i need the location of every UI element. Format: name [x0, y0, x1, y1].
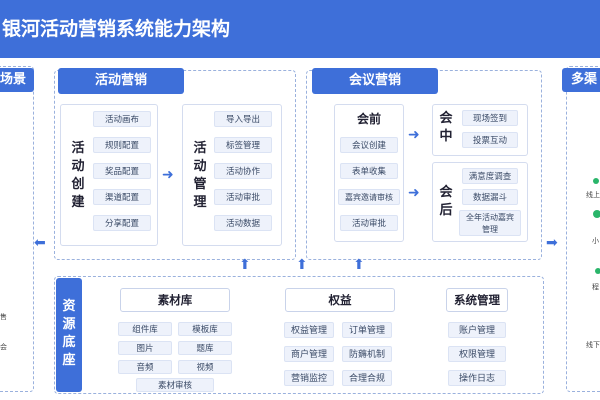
page-title: 银河活动营销系统能力架构: [2, 18, 231, 40]
resource-title-char: 源: [62, 317, 76, 332]
activity-manage-title-char: 活: [193, 141, 207, 156]
material-item: 图片: [118, 341, 172, 355]
system-item: 权限管理: [448, 346, 506, 362]
rights-item: 营销监控: [284, 370, 334, 386]
activity-create-title-char: 动: [71, 159, 85, 174]
activity-manage-title-char: 动: [193, 159, 207, 174]
activity-manage-item: 导入导出: [214, 111, 272, 127]
right-channel-dot-icon: [593, 210, 600, 218]
rights-item: 订单管理: [342, 322, 392, 338]
material-item: 素材审核: [136, 378, 214, 392]
meeting-during-title-char: 中: [439, 129, 453, 144]
activity-manage-item: 活动审批: [214, 189, 272, 205]
meeting-title: 会议营销: [312, 68, 438, 94]
activity-manage-title-char: 理: [193, 195, 207, 210]
right-channel-label-1: 线上: [586, 191, 600, 199]
resource-title-char: 底: [62, 335, 76, 350]
activity-create-title-char: 建: [71, 195, 85, 210]
left-scene-label-1: 售: [0, 313, 7, 321]
activity-create-item: 规则配置: [93, 137, 151, 153]
rights-title: 权益: [285, 288, 395, 312]
material-item: 组件库: [118, 322, 172, 336]
left-scene-tag: 场景: [0, 68, 34, 92]
arrow-right-icon: ➜: [408, 127, 420, 143]
meeting-after-item: 全年活动嘉宾管理: [459, 210, 521, 236]
meeting-after-item: 数据漏斗: [462, 189, 518, 205]
right-channel-dot-icon: [593, 178, 599, 184]
left-scene-panel: [0, 66, 34, 392]
arrow-right-icon: ➜: [162, 167, 174, 183]
meeting-before-title: 会前: [356, 112, 381, 126]
arrow-up-icon: ⬆: [239, 257, 251, 273]
meeting-during-item: 现场签到: [462, 110, 518, 126]
meeting-during-title-char: 会: [439, 111, 453, 126]
right-channel-dot-icon: [595, 268, 600, 274]
right-channel-tag: 多渠: [562, 68, 600, 92]
arrow-right-icon: ➡: [546, 235, 558, 251]
activity-manage-title-char: 管: [193, 177, 207, 192]
meeting-after-title-char: 后: [439, 203, 453, 218]
activity-manage-item: 活动协作: [214, 163, 272, 179]
meeting-before-item: 嘉宾邀请审核: [338, 189, 400, 205]
material-item: 题库: [178, 341, 232, 355]
rights-item: 合理合规: [342, 370, 392, 386]
meeting-before-item: 表单收集: [340, 163, 398, 179]
right-channel-panel: [566, 66, 600, 392]
material-item: 音频: [118, 360, 172, 374]
right-channel-label-4: 线下: [586, 341, 600, 349]
rights-item: 防薅机制: [342, 346, 392, 362]
right-channel-label-3: 程: [592, 283, 599, 291]
material-item: 视频: [178, 360, 232, 374]
meeting-during-item: 投票互动: [462, 132, 518, 148]
activity-create-item: 活动画布: [93, 111, 151, 127]
activity-create-item: 奖品配置: [93, 163, 151, 179]
meeting-before-item: 活动审批: [340, 215, 398, 231]
activity-manage-item: 标签管理: [214, 137, 272, 153]
activity-manage-item: 活动数据: [214, 215, 272, 231]
right-channel-label-2: 小: [592, 237, 599, 245]
activity-create-item: 渠道配置: [93, 189, 151, 205]
material-item: 模板库: [178, 322, 232, 336]
activity-create-item: 分享配置: [93, 215, 151, 231]
meeting-during-title: 会 中: [437, 110, 455, 146]
meeting-after-title: 会 后: [437, 184, 455, 220]
activity-manage-title: 活 动 管 理: [188, 140, 212, 212]
rights-item: 权益管理: [284, 322, 334, 338]
system-management-title: 系统管理: [446, 288, 508, 312]
left-scene-label-2: 会: [0, 343, 7, 351]
arrow-right-icon: ➜: [408, 185, 420, 201]
arrow-up-icon: ⬆: [296, 257, 308, 273]
activity-create-title-char: 活: [71, 141, 85, 156]
system-item: 账户管理: [448, 322, 506, 338]
activity-title: 活动营销: [58, 68, 184, 94]
system-item: 操作日志: [448, 370, 506, 386]
meeting-after-item: 满意度调查: [462, 168, 518, 184]
meeting-after-title-char: 会: [439, 185, 453, 200]
resource-title-char: 资: [62, 299, 76, 314]
meeting-before-item: 会议创建: [340, 137, 398, 153]
resource-title: 资 源 底 座: [56, 278, 82, 392]
header-bar: [0, 0, 600, 58]
activity-create-title-char: 创: [71, 177, 85, 192]
arrow-up-icon: ⬆: [353, 257, 365, 273]
material-library-title: 素材库: [120, 288, 230, 312]
activity-create-title: 活 动 创 建: [66, 140, 90, 212]
resource-title-char: 座: [62, 353, 76, 368]
arrow-left-icon: ⬅: [34, 235, 46, 251]
rights-item: 商户管理: [284, 346, 334, 362]
